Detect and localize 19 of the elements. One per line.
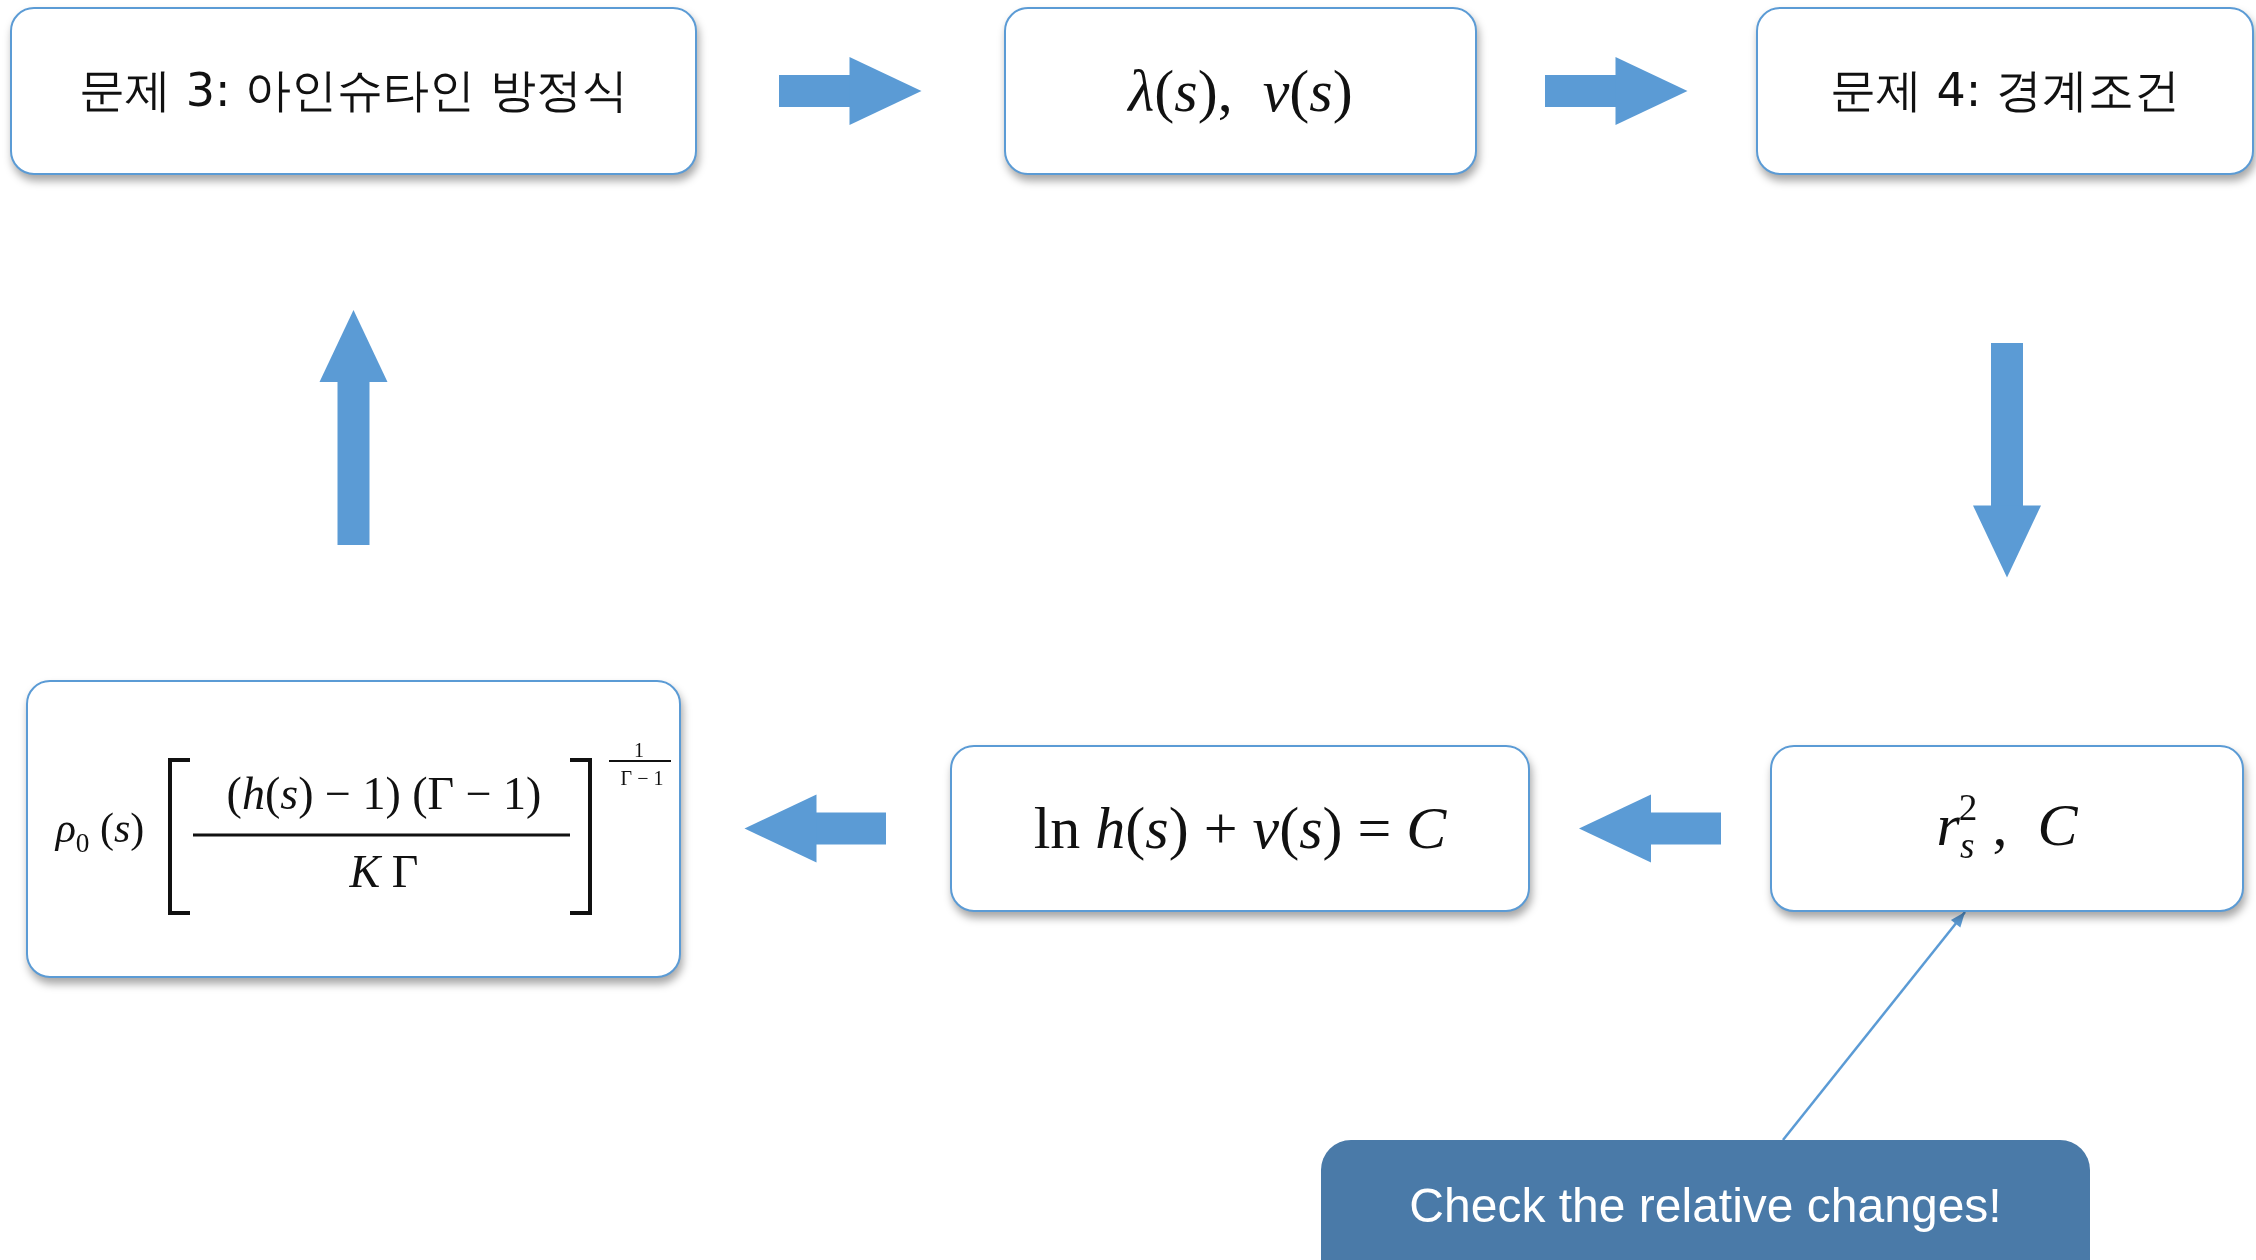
process-box bbox=[1004, 7, 1477, 175]
process-box bbox=[1756, 7, 2254, 175]
node-label: 문제 4: 경계조건 bbox=[1830, 62, 2180, 119]
process-box bbox=[26, 680, 681, 978]
callout-text: Check the relative changes! bbox=[1409, 1177, 2002, 1233]
process-box bbox=[10, 7, 697, 175]
leader-arrow bbox=[1782, 911, 1966, 1141]
process-box bbox=[1770, 745, 2244, 912]
formula-term: ρ$_{0}$ (s) bbox=[55, 807, 145, 857]
node-label: 문제 3: 아인슈타인 방정식 bbox=[79, 62, 628, 119]
equation: ln h(s) + ν(s) = C bbox=[1033, 794, 1447, 863]
formula-term: 1 bbox=[634, 740, 644, 760]
equation: λ(s), ν(s) bbox=[1128, 56, 1353, 126]
callout-box bbox=[1321, 1140, 2090, 1260]
process-box bbox=[950, 745, 1530, 912]
equation: r$_{s}$$^{2}$ , C bbox=[1936, 790, 2078, 867]
formula-term: Γ − 1 bbox=[620, 768, 664, 788]
formula-term: (h(s) − 1) (Γ − 1) bbox=[226, 771, 542, 817]
formula-term: K Γ bbox=[349, 849, 419, 895]
